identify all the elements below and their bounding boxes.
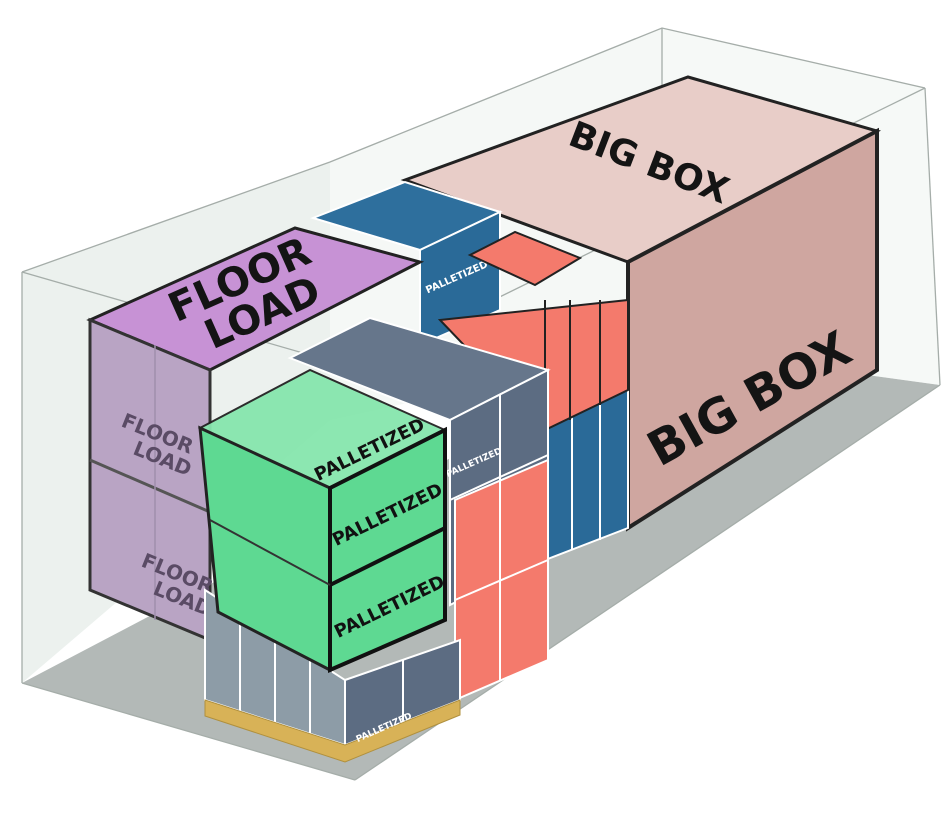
front-wood-pallet <box>204 699 461 763</box>
slate-pallet-stack: PALLETIZED <box>287 316 551 702</box>
red-stack-top <box>467 230 583 287</box>
floor-load: FLOOR LOAD FLOOR LOAD FLOOR LOAD <box>86 226 425 643</box>
blue-stack-front <box>419 210 501 347</box>
green-front-face <box>328 426 447 674</box>
green-pallet-stack: PALLETIZED PALLETIZED PALLETIZED <box>197 368 448 674</box>
blue-pallet-stack: PALLETIZED <box>309 180 629 562</box>
front-bottom-pallet: PALLETIZED <box>204 588 461 763</box>
